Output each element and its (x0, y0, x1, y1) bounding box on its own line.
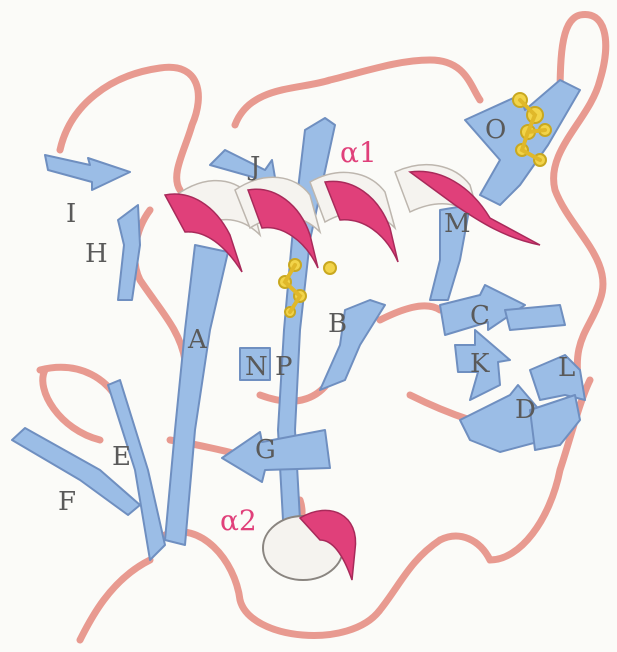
strand-label: M (444, 209, 471, 239)
strand-d-right (530, 395, 580, 450)
helix-label-alpha1: α1 (340, 136, 377, 169)
strand-label: G (255, 435, 276, 465)
strand-h (118, 205, 140, 300)
strand-label: P (275, 352, 293, 382)
strand-label: L (558, 353, 575, 383)
strand-label: I (66, 199, 76, 229)
strand-a (165, 245, 228, 545)
strand-label: O (485, 115, 506, 145)
strand-label: J (247, 152, 260, 182)
coil-right-loop (554, 14, 606, 390)
strand-c-right (505, 305, 565, 330)
coil-d-link (410, 395, 470, 420)
strand-label: K (470, 349, 490, 379)
strand-label: A (187, 325, 208, 355)
strand-label: F (58, 487, 76, 517)
strand-label: N (245, 352, 268, 382)
coil-left-lower (43, 370, 100, 440)
disulfide-atom (324, 262, 336, 274)
strand-label: B (328, 309, 347, 339)
helix-alpha2 (263, 510, 356, 580)
coil-right-mid (380, 306, 440, 320)
helix-label-alpha2: α2 (220, 504, 257, 537)
coil-bottom-left (80, 560, 150, 640)
strand-label: D (515, 395, 536, 425)
strand-g (222, 430, 330, 482)
strand-label: H (85, 239, 108, 269)
beta-strands (12, 80, 585, 560)
helix-alpha1-turn-3 (325, 181, 398, 262)
strand-label: C (470, 301, 490, 331)
coil-top-right (235, 60, 480, 125)
strand-label: E (112, 442, 131, 472)
coil-left-mid (135, 210, 185, 360)
strand-i (45, 155, 130, 190)
